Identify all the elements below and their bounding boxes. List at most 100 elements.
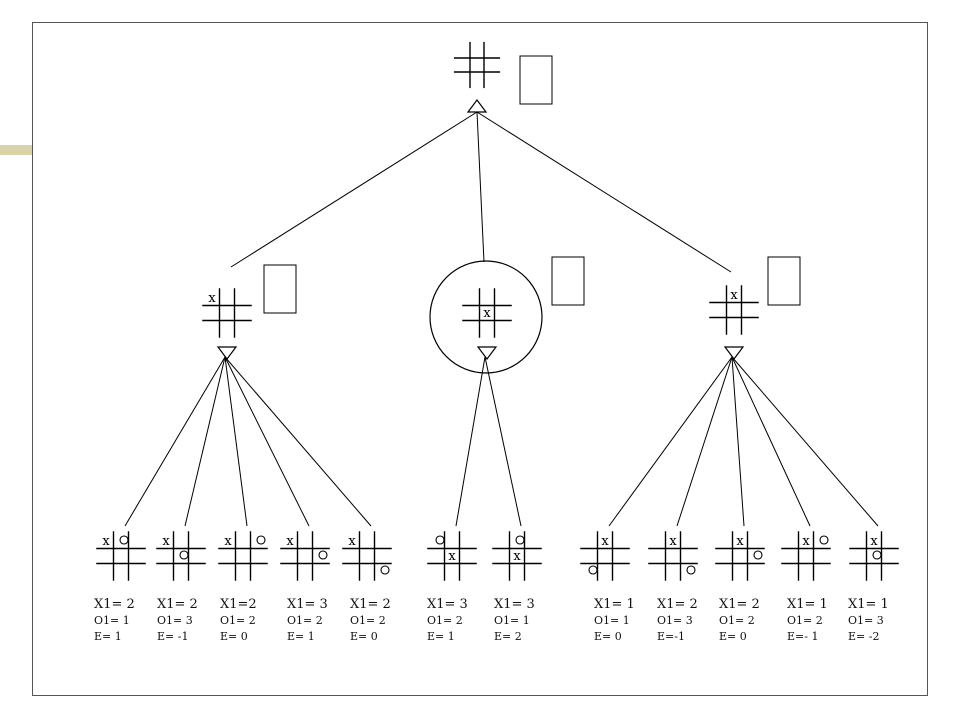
leaf-stat-o1: O1= 2 (287, 614, 323, 627)
root-value-box (519, 55, 553, 105)
leaf-stat-e: E= 0 (350, 630, 378, 643)
leaf-stat-x1: X1= 2 (157, 597, 198, 612)
leaf-stat-o1: O1= 2 (787, 614, 823, 627)
selected-move-circle (429, 260, 543, 374)
leaf-stats-5: X1= 3 O1= 2 E= 1 (427, 597, 468, 645)
tree-edge-leaf-7 (608, 356, 733, 527)
leaf-board-6: x (492, 531, 542, 581)
diagram-frame (32, 22, 928, 696)
leaf-board-1: x (156, 531, 206, 581)
leaf-stat-o1: O1= 3 (657, 614, 693, 627)
leaf-board-0: x (96, 531, 146, 581)
leaf-board-7: x (580, 531, 630, 581)
o-mark (318, 550, 328, 560)
level1-board-0: x (202, 288, 252, 338)
o-mark (435, 535, 445, 545)
leaf-stat-x1: X1= 3 (494, 597, 535, 612)
leaf-stat-x1: X1= 3 (427, 597, 468, 612)
tree-edge-leaf-0 (124, 356, 226, 527)
leaf-stat-o1: O1= 3 (848, 614, 884, 627)
tree-edge-leaf-9 (731, 356, 745, 527)
o-mark (256, 535, 266, 545)
min-node-triangle (476, 346, 498, 360)
tree-edge-leaf-3 (224, 356, 310, 527)
level1-value-box-0 (263, 264, 297, 314)
x-mark: x (224, 534, 232, 549)
leaf-stat-x1: X1= 1 (787, 597, 828, 612)
leaf-stat-e: E= 0 (220, 630, 248, 643)
tree-edge-root-2 (476, 111, 732, 273)
x-mark: x (162, 534, 170, 549)
leaf-stat-e: E= 0 (719, 630, 747, 643)
leaf-board-9: x (715, 531, 765, 581)
leaf-stat-x1: X1=2 (220, 597, 257, 612)
leaf-board-8: x (648, 531, 698, 581)
level1-value-box-2 (767, 256, 801, 306)
o-mark (179, 550, 189, 560)
leaf-stat-o1: O1= 2 (719, 614, 755, 627)
tree-edge-leaf-11 (731, 356, 879, 527)
leaf-stat-x1: X1= 2 (94, 597, 135, 612)
leaf-board-2: x (218, 531, 268, 581)
leaf-stat-e: E= -2 (848, 630, 880, 643)
o-mark (872, 550, 882, 560)
tree-edge-root-0 (230, 111, 478, 268)
leaf-stat-o1: O1= 1 (594, 614, 630, 627)
leaf-stat-x1: X1= 3 (287, 597, 328, 612)
x-mark: x (102, 534, 110, 549)
x-mark: x (669, 534, 677, 549)
x-mark: x (870, 534, 878, 549)
leaf-stats-10: X1= 1 O1= 2 E=- 1 (787, 597, 828, 645)
leaf-stat-e: E=- 1 (787, 630, 819, 643)
x-mark: x (513, 549, 521, 564)
min-node-triangle (723, 346, 745, 360)
level1-board-1: x (462, 288, 512, 338)
tree-edge-leaf-4 (224, 356, 372, 527)
o-mark (686, 565, 696, 575)
tree-edge-leaf-5 (455, 356, 486, 527)
leaf-stat-e: E= 1 (94, 630, 122, 643)
leaf-stat-e: E= 0 (594, 630, 622, 643)
x-mark: x (736, 534, 744, 549)
x-mark: x (802, 534, 810, 549)
leaf-stat-x1: X1= 1 (594, 597, 635, 612)
tree-edge-leaf-6 (484, 356, 522, 527)
leaf-stats-9: X1= 2 O1= 2 E= 0 (719, 597, 760, 645)
min-node-triangle (216, 346, 238, 360)
o-mark (119, 535, 129, 545)
leaf-board-4: x (342, 531, 392, 581)
max-node-triangle (466, 99, 488, 113)
leaf-stats-11: X1= 1 O1= 3 E= -2 (848, 597, 889, 645)
leaf-board-10: x (781, 531, 831, 581)
leaf-stat-e: E= 1 (287, 630, 315, 643)
x-mark: x (730, 288, 738, 303)
leaf-stat-x1: X1= 2 (719, 597, 760, 612)
x-mark: x (208, 291, 216, 306)
o-mark (588, 565, 598, 575)
leaf-stat-x1: X1= 1 (848, 597, 889, 612)
x-mark: x (601, 534, 609, 549)
leaf-stat-o1: O1= 2 (220, 614, 256, 627)
tree-edge-leaf-2 (224, 356, 248, 527)
leaf-board-5: x (427, 531, 477, 581)
leaf-stats-3: X1= 3 O1= 2 E= 1 (287, 597, 328, 645)
x-mark: x (448, 549, 456, 564)
leaf-stat-x1: X1= 2 (350, 597, 391, 612)
leaf-board-11: x (849, 531, 899, 581)
x-mark: x (286, 534, 294, 549)
o-mark (380, 565, 390, 575)
leaf-stat-o1: O1= 2 (427, 614, 463, 627)
tree-edge-leaf-1 (184, 356, 226, 527)
level1-board-2: x (709, 285, 759, 335)
x-mark: x (483, 306, 491, 321)
leaf-stat-e: E= 2 (494, 630, 522, 643)
leaf-board-3: x (280, 531, 330, 581)
leaf-stat-e: E= 1 (427, 630, 455, 643)
